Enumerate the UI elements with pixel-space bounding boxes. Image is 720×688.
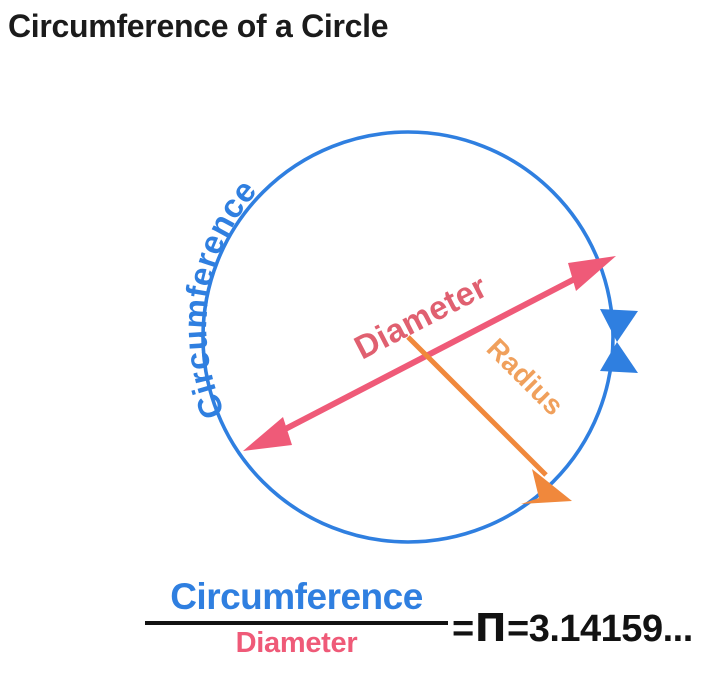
pi-equality: =Π=3.14159... — [452, 606, 693, 651]
circumference-label-textpath: Circumference — [176, 172, 263, 424]
page-title: Circumference of a Circle — [8, 8, 389, 44]
circle-diagram: Circumference Diameter Radius — [0, 60, 720, 570]
circumference-label: Circumference — [176, 172, 264, 424]
radius-label: Radius — [481, 332, 570, 421]
pi-formula: Circumference Diameter =Π=3.14159... — [0, 578, 720, 684]
fraction: Circumference Diameter — [145, 578, 448, 658]
radius-arrow — [406, 335, 572, 504]
diameter-arrow — [243, 256, 616, 451]
fraction-numerator: Circumference — [170, 576, 423, 617]
circumference-arrowheads — [600, 309, 638, 373]
circle-outline — [201, 130, 615, 544]
fraction-denominator: Diameter — [235, 627, 358, 659]
equals-sign-first: = — [452, 608, 474, 650]
pi-symbol: Π — [474, 606, 507, 650]
fraction-bar — [145, 621, 448, 625]
equals-sign-second: = — [507, 608, 529, 650]
pi-value: 3.14159... — [528, 608, 694, 650]
